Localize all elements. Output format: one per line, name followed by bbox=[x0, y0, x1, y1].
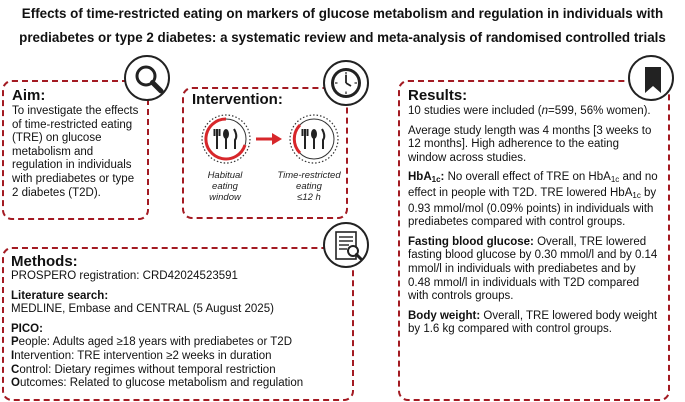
pico-item-outcomes: Outcomes: Related to glucose metabolism … bbox=[11, 377, 304, 390]
magnifier-icon bbox=[124, 55, 170, 101]
methods-heading: Methods: bbox=[11, 253, 78, 270]
document-search-icon bbox=[323, 222, 369, 268]
literature-text: MEDLINE, Embase and CENTRAL (5 August 20… bbox=[11, 303, 274, 316]
restricted-label: Time-restricted eating ≤12 h bbox=[277, 170, 341, 203]
intervention-graphic bbox=[201, 114, 339, 164]
page-title: Effects of time-restricted eating on mar… bbox=[0, 2, 685, 50]
arrow-icon bbox=[256, 133, 282, 145]
aim-text: To investigate the effects of time-restr… bbox=[12, 105, 139, 199]
results-study-length: Average study length was 4 months [3 wee… bbox=[408, 124, 652, 164]
results-body-weight: Body weight: Overall, TRE lowered body w… bbox=[408, 309, 658, 336]
restricted-plate-icon bbox=[289, 114, 339, 164]
pico-list: People: Adults aged ≥18 years with predi… bbox=[11, 336, 345, 390]
literature-heading: Literature search: bbox=[11, 289, 109, 302]
methods-box: Methods: PROSPERO registration: CRD42024… bbox=[2, 247, 354, 401]
results-hba1c: HbA1c: No overall effect of TRE on HbA1c… bbox=[408, 171, 658, 229]
pico-heading: PICO: bbox=[11, 322, 43, 335]
aim-heading: Aim: bbox=[12, 87, 46, 104]
results-studies: 10 studies were included (n=599, 56% wom… bbox=[408, 105, 651, 117]
clock-icon bbox=[323, 60, 369, 106]
bookmark-icon bbox=[628, 55, 674, 101]
prospero-text: PROSPERO registration: CRD42024523591 bbox=[11, 270, 238, 282]
pico-item-people: People: Adults aged ≥18 years with predi… bbox=[11, 336, 292, 349]
title-line-2: prediabetes or type 2 diabetes: a system… bbox=[19, 30, 666, 45]
intervention-heading: Intervention: bbox=[192, 91, 283, 108]
title-line-1: Effects of time-restricted eating on mar… bbox=[21, 6, 664, 21]
results-fasting-glucose: Fasting blood glucose: Overall, TRE lowe… bbox=[408, 235, 658, 303]
aim-box: Aim: To investigate the effects of time-… bbox=[2, 80, 149, 220]
results-text: 10 studies were included (n=599, 56% wom… bbox=[408, 105, 660, 337]
habitual-plate-icon bbox=[201, 114, 251, 164]
pico-item-intervention: Intervention: TRE intervention ≥2 weeks … bbox=[11, 349, 272, 362]
results-box: Results: 10 studies were included (n=599… bbox=[398, 80, 670, 401]
results-heading: Results: bbox=[408, 87, 468, 104]
habitual-label: Habitual eating window bbox=[207, 170, 243, 203]
pico-item-control: Control: Dietary regimes without tempora… bbox=[11, 363, 276, 376]
